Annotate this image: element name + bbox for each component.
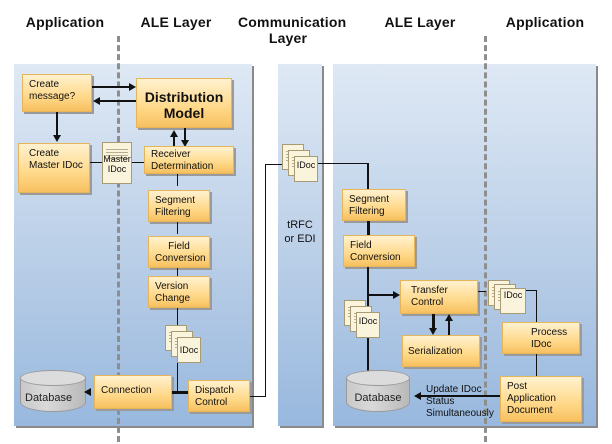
arrow-up-icon <box>170 130 178 137</box>
idoc-stack-icon <box>177 337 201 363</box>
connector <box>367 221 370 235</box>
connector <box>172 391 188 394</box>
connector <box>100 100 136 102</box>
receiver-field-conversion-box: Field Conversion <box>343 235 415 267</box>
segment-filtering-box: Segment Filtering <box>148 190 210 222</box>
arrow-down-icon <box>429 328 437 335</box>
connector <box>177 222 178 234</box>
receiver-database: Database <box>346 370 410 412</box>
idoc-label: IDoc <box>179 345 199 355</box>
arrow-up-icon <box>445 314 453 321</box>
header-ale-layer-left: ALE Layer <box>140 14 212 30</box>
divider-receiver <box>484 36 487 442</box>
header-application-right: Application <box>505 14 585 30</box>
connector <box>132 162 144 163</box>
arrow-right-icon <box>129 83 136 91</box>
app-idoc-icon <box>500 288 526 314</box>
receiver-idoc-icon <box>356 312 380 338</box>
arrow-down-icon <box>181 140 189 147</box>
connector <box>173 136 175 148</box>
sender-database: Database <box>20 370 86 412</box>
header-communication-layer: Communication Layer <box>238 14 347 46</box>
arrow-down-icon <box>53 135 61 142</box>
post-application-document-box: Post Application Document <box>500 376 582 422</box>
process-idoc-box: Process IDoc <box>502 322 580 354</box>
connector <box>92 86 130 88</box>
connector <box>184 128 186 140</box>
connector <box>177 268 178 276</box>
transfer-line <box>318 163 367 164</box>
arrow-left-icon <box>414 392 421 400</box>
dispatch-control-box: Dispatch Control <box>188 380 250 412</box>
connection-box: Connection <box>94 375 172 409</box>
protocol-label: tRFC or EDI <box>284 219 316 245</box>
create-master-idoc-box: Create Master IDoc <box>18 143 90 193</box>
receiver-determination-box: Receiver Determination <box>144 146 234 174</box>
serialization-box: Serialization <box>402 335 480 367</box>
connector <box>432 314 435 328</box>
database-label: Database <box>354 392 402 404</box>
arrow-left-icon <box>84 388 91 396</box>
comm-idoc-label: IDoc <box>296 160 316 170</box>
arrow-left-icon <box>93 97 100 105</box>
transfer-control-box: Transfer Control <box>400 280 478 314</box>
receiver-segment-filtering-box: Segment Filtering <box>342 189 406 221</box>
connector <box>90 162 102 163</box>
master-idoc-label: Master IDoc <box>103 154 131 174</box>
connector <box>177 174 178 186</box>
master-idoc-icon <box>102 142 132 184</box>
comm-idoc-icon <box>294 156 318 182</box>
header-application-left: Application <box>25 14 105 30</box>
connector <box>478 291 486 292</box>
transfer-line <box>265 164 266 397</box>
version-change-box: Version Change <box>148 276 210 308</box>
distribution-model-box: Distribution Model <box>136 78 232 128</box>
connector <box>526 290 536 291</box>
create-message-box: Create message? <box>22 74 92 112</box>
database-top <box>20 370 86 386</box>
transfer-line <box>367 163 369 189</box>
communication-layer-panel <box>278 64 322 426</box>
connector <box>56 112 58 136</box>
field-conversion-box: Field Conversion <box>148 236 210 268</box>
transfer-line <box>265 164 285 165</box>
update-status-note: Update IDoc Status Simultaneously <box>426 384 494 419</box>
app-idoc-label: IDoc <box>503 290 523 300</box>
database-label: Database <box>25 392 73 404</box>
header-ale-layer-right: ALE Layer <box>384 14 456 30</box>
connector <box>420 395 500 397</box>
connector <box>536 354 537 376</box>
connector <box>448 321 450 335</box>
receiver-idoc-label: IDoc <box>358 316 378 326</box>
database-top <box>346 370 410 386</box>
transfer-line <box>250 396 266 397</box>
connector <box>369 294 395 296</box>
connector <box>536 290 537 322</box>
arrow-right-icon <box>393 291 400 299</box>
divider-sender <box>117 36 120 442</box>
